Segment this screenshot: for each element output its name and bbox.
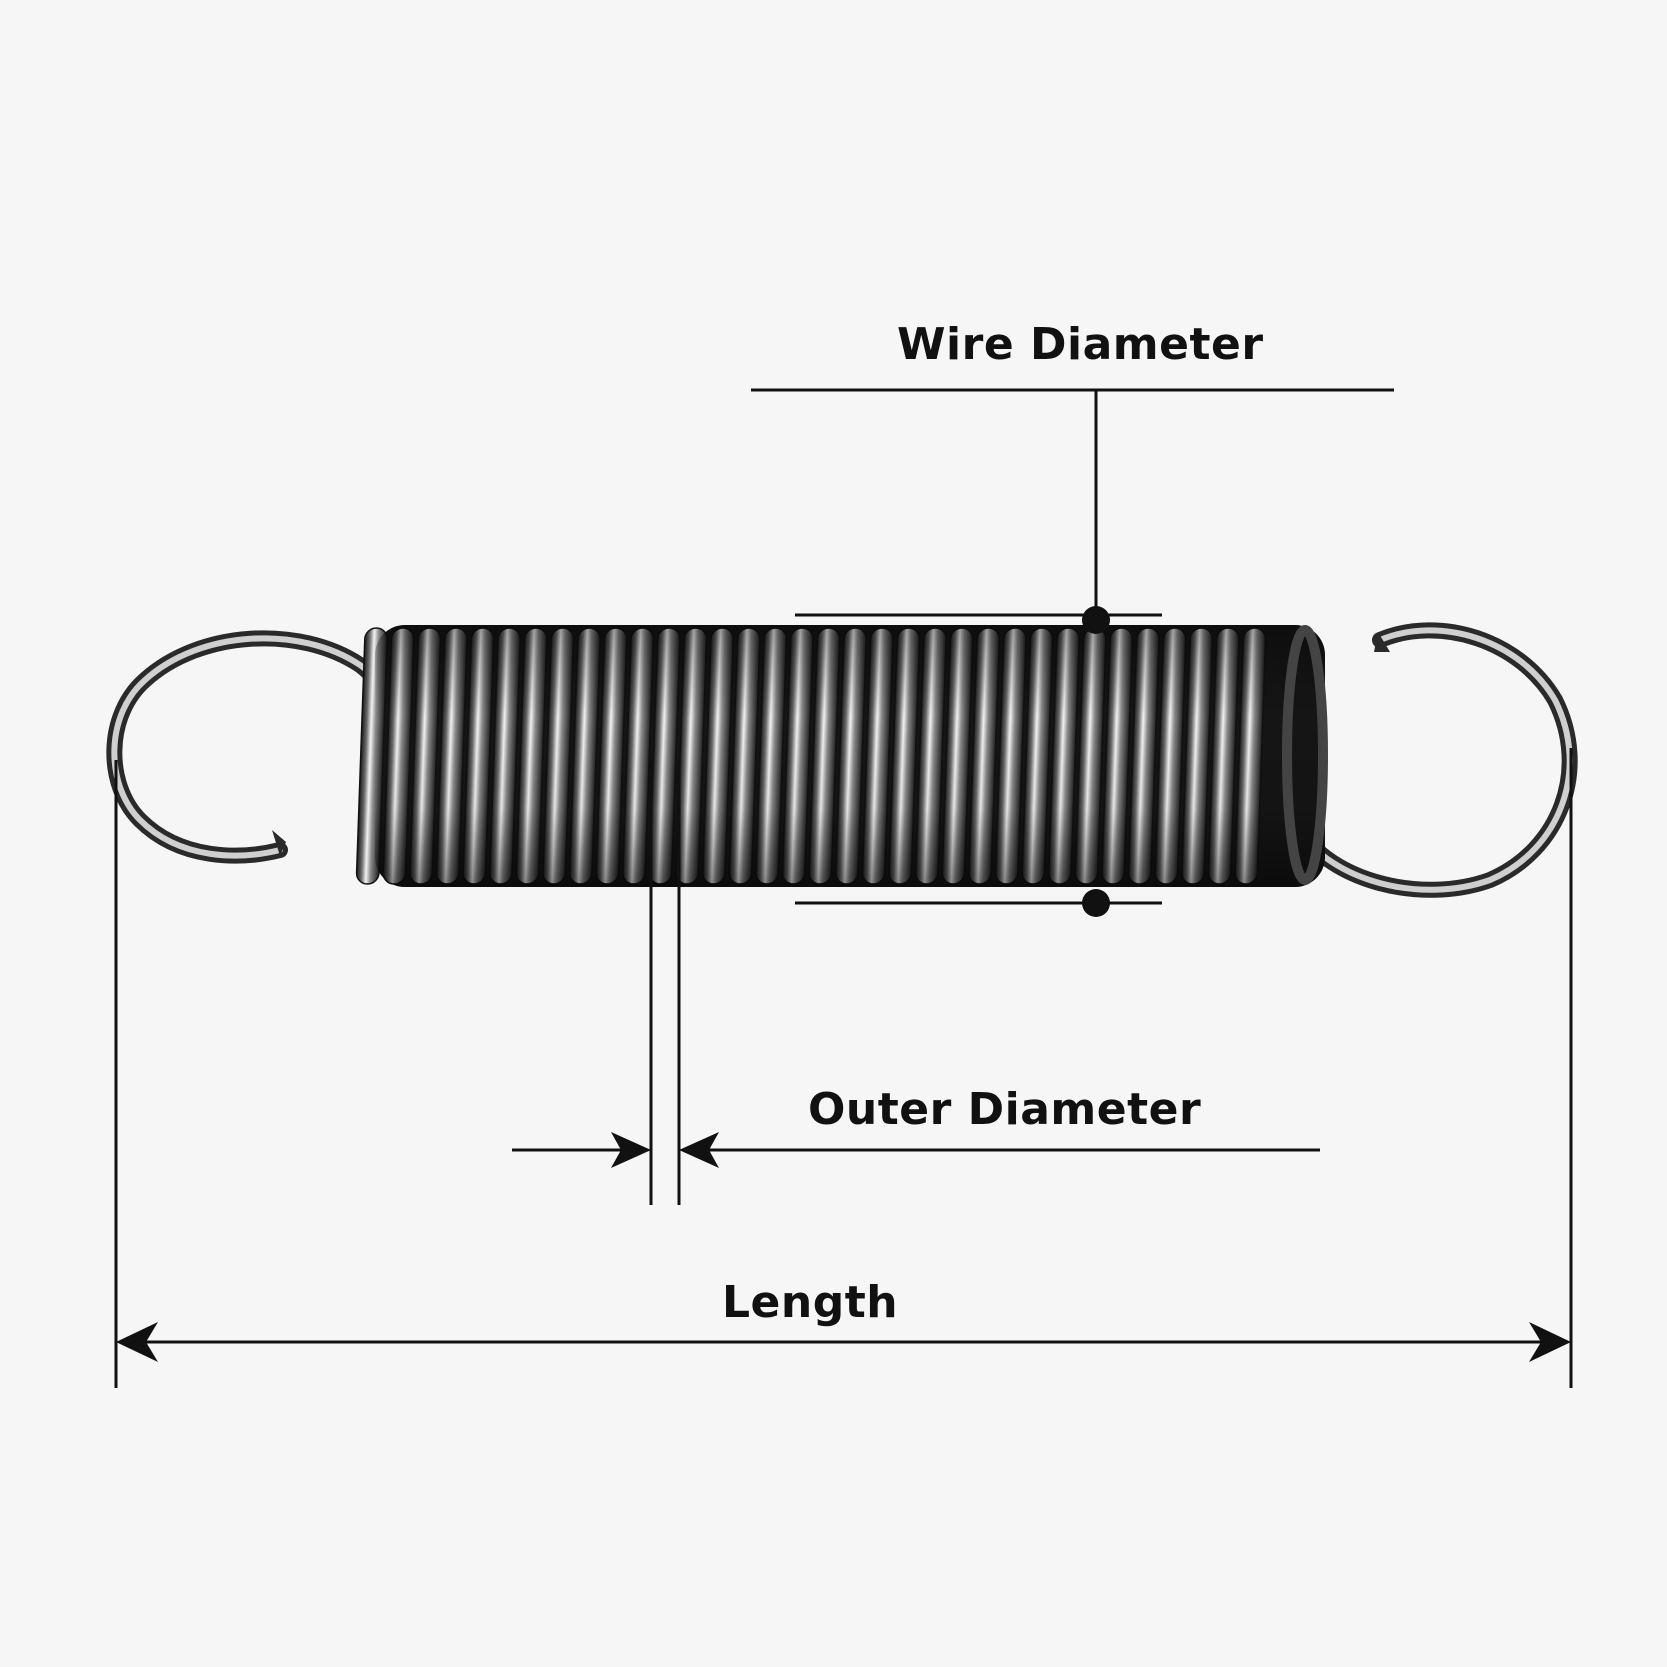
wire-diameter-label: Wire Diameter <box>897 319 1264 370</box>
spring-body <box>355 625 1328 887</box>
left-hook-icon <box>106 630 394 864</box>
wire-diameter-dimension <box>751 388 1394 917</box>
length-label: Length <box>722 1277 899 1328</box>
outer-diameter-label: Outer Diameter <box>808 1084 1202 1135</box>
length-dimension <box>114 748 1573 1388</box>
right-hook-icon <box>1282 622 1578 898</box>
outer-diameter-dimension <box>512 760 1320 1205</box>
